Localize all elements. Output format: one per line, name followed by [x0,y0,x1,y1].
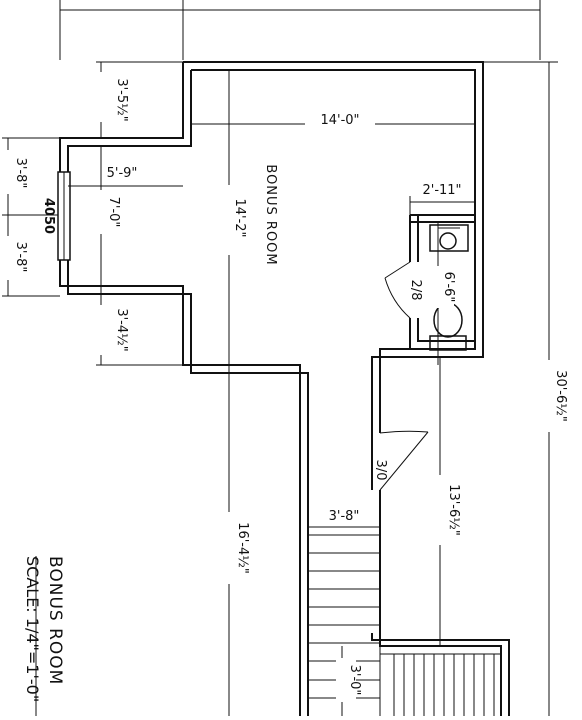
dim-window-left-upper: 3'-8" [13,158,28,189]
title-block: BONUS ROOM SCALE: 1/4"=1'-0" [23,556,65,716]
dim-overall-height: 30'-6½" [553,370,568,422]
dim-left-top-offset: 3'-5½" [114,78,129,121]
dim-left-bottom-offset: 3'-4½" [114,308,129,351]
dim-bath-width: 2'-11" [422,183,461,198]
main-door [379,430,429,491]
dim-bath-height: 6'-6" [441,272,456,303]
window-code: 4050 [41,198,56,234]
main-door-label: 3/0 [373,460,388,481]
dim-bump-width: 5'-9" [107,166,138,181]
dim-lower-right: 13'-6½" [446,484,461,536]
sink-fixture [429,224,469,252]
dim-lower-left: 16'-4½" [235,522,250,574]
dim-window-left-lower: 3'-8" [13,242,28,273]
dim-bump-height: 7'-0" [106,197,121,228]
bath-door [384,261,411,319]
dim-landing-height: 3'-0" [347,665,362,696]
room-label: BONUS ROOM [263,164,278,265]
bath-door-label: 2/8 [408,280,423,301]
title-scale: SCALE: 1/4"=1'-0" [23,556,42,702]
dim-upper-height: 14'-2" [232,198,247,237]
dim-upper-width: 14'-0" [320,113,359,128]
top-dimension-line [59,0,541,60]
toilet-fixture [429,302,467,351]
window-4050 [57,171,71,261]
title-name: BONUS ROOM [45,556,65,685]
walls [59,61,510,716]
dim-stair-width: 3'-8" [329,509,360,524]
